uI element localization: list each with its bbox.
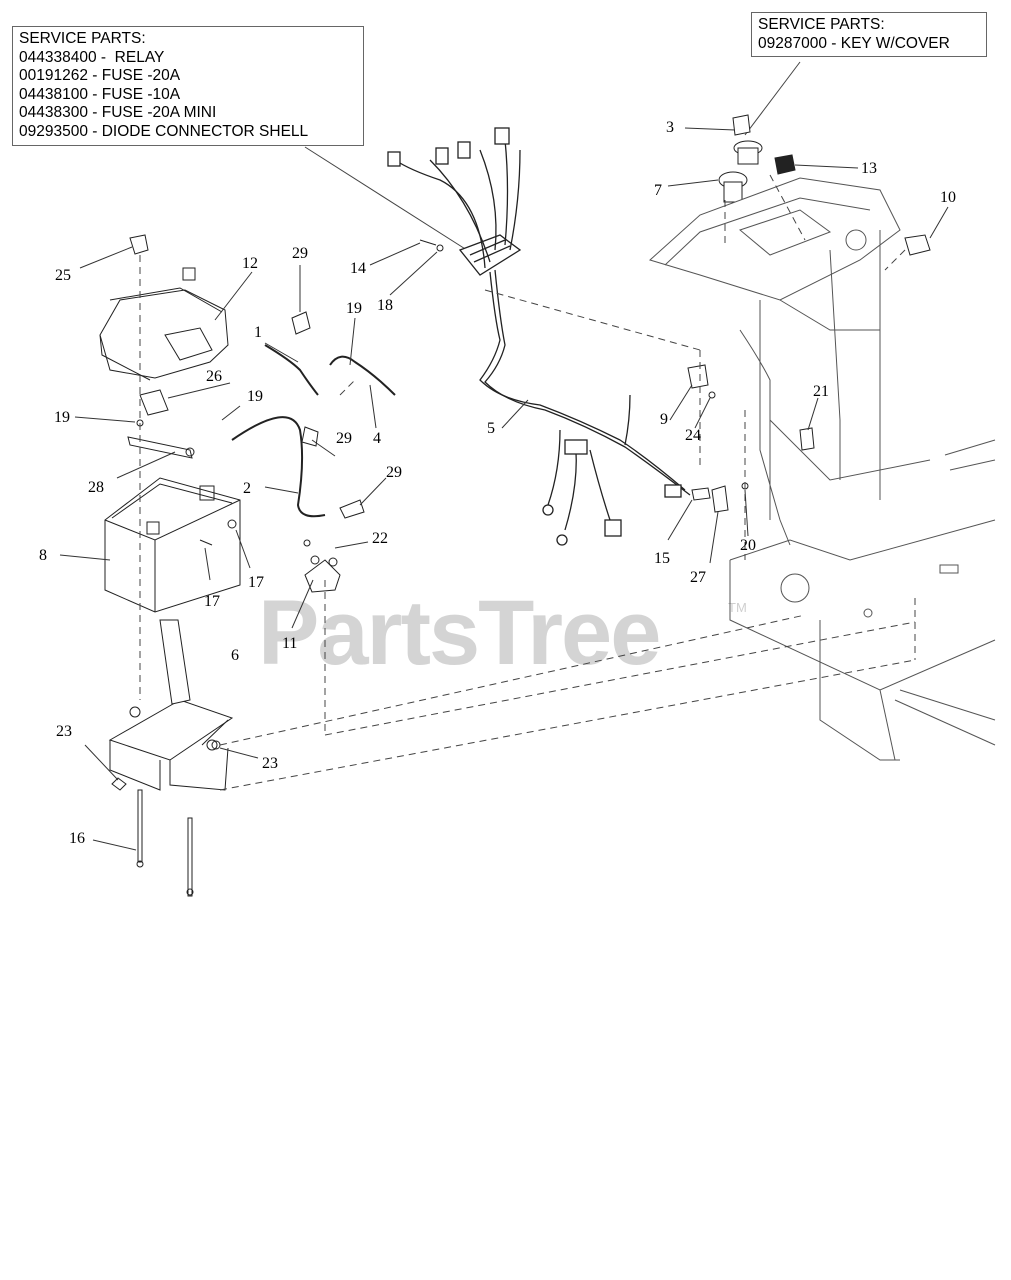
callout-number: 2 [243,480,251,497]
service-part-line: 09293500 - DIODE CONNECTOR SHELL [19,122,309,140]
callout-number: 15 [654,550,670,567]
assembly-lines [139,174,916,791]
hold-down-strap [127,436,193,459]
switch-13 [774,154,796,175]
key-part [732,114,751,136]
service-part-line: 04438300 - FUSE -20A MINI [19,104,217,122]
callout-number: 11 [282,635,297,652]
battery [104,477,241,613]
callout-number: 22 [372,530,388,547]
switch-9 [687,364,709,389]
callout-number: 16 [69,830,85,847]
part-27 [711,485,729,513]
callout-number: 12 [242,255,258,272]
callout-number: 25 [55,267,71,284]
starter-solenoid [303,539,341,593]
callout-number: 9 [660,411,668,428]
callout-number: 24 [685,427,701,444]
service-parts-title: SERVICE PARTS: [758,16,885,33]
battery-cable-2 [231,416,326,518]
bolt-part [199,539,213,546]
callout-number: 10 [940,189,956,206]
leader-line [744,61,801,136]
watermark-tm: TM [728,600,747,615]
part-21 [799,427,815,451]
service-parts-box-left: SERVICE PARTS: 044338400 - RELAY 0019126… [12,26,364,146]
callout-number: 26 [206,368,222,385]
callout-number: 29 [292,245,308,262]
callout-number: 13 [861,160,877,177]
terminal-boot-29 [339,499,365,519]
callout-number: 19 [54,409,70,426]
wiring-harness [387,127,691,546]
battery-cable-1 [264,344,319,396]
callout-number: 17 [248,574,264,591]
bolt-14 [419,239,437,246]
number-leaders [59,127,949,851]
ignition-switch [733,140,763,165]
leader-line [304,146,471,253]
terminal-boot-29 [291,311,311,335]
callout-number: 17 [204,593,220,610]
callout-number: 20 [740,537,756,554]
part-24 [708,391,716,399]
terminal-boot-part [139,389,169,416]
callout-number: 7 [654,182,662,199]
callout-number: 14 [350,260,366,277]
service-part-line: 04438100 - FUSE -10A [19,85,181,103]
callout-number: 1 [254,324,262,341]
clip-part [129,234,149,255]
service-part-line: 09287000 - KEY W/COVER [758,34,950,52]
callout-number: 6 [231,647,239,664]
callout-number: 5 [487,420,495,437]
battery-cover [99,267,229,381]
callout-number: 27 [690,569,706,586]
switch-10 [904,234,931,256]
callout-number: 19 [346,300,362,317]
callout-number: 23 [262,755,278,772]
strap-nut [185,447,195,457]
battery-cable-4 [329,355,396,396]
callout-number: 28 [88,479,104,496]
part-15 [691,487,711,501]
callout-number: 23 [56,723,72,740]
bolt-head [227,519,237,529]
callout-number: 19 [247,388,263,405]
frame-tower [649,177,996,761]
pto-switch [718,171,748,203]
callout-numbers: 1 2 3 4 5 6 7 8 9 10 11 12 13 14 15 16 1… [39,119,956,847]
service-parts-title: SERVICE PARTS: [19,30,146,47]
callout-number: 29 [336,430,352,447]
battery-tray [108,619,234,791]
callout-number: 8 [39,547,47,564]
j-bolts [136,789,194,897]
callout-number: 29 [386,464,402,481]
callout-number: 3 [666,119,674,136]
washer-18 [436,244,444,252]
callout-number: 18 [377,297,393,314]
service-part-line: 00191262 - FUSE -20A [19,67,181,85]
terminal-boot-29 [301,426,319,447]
service-part-line: 044338400 - RELAY [19,48,165,66]
service-parts-box-right: SERVICE PARTS: 09287000 - KEY W/COVER [751,12,987,58]
screw-part [111,777,127,791]
callout-number: 21 [813,383,829,400]
callout-number: 4 [373,430,381,447]
